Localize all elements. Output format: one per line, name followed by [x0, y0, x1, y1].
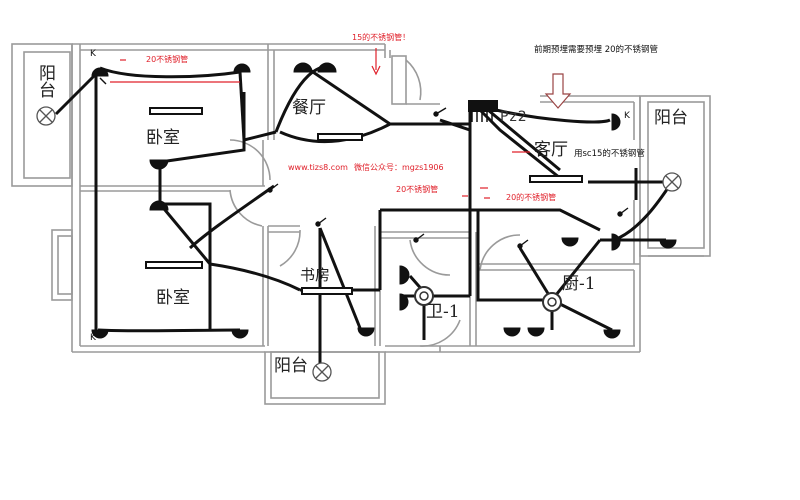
panel-leads [471, 112, 493, 122]
switches [99, 77, 629, 249]
note-pipe-20-right: 20的不锈钢管 [506, 193, 557, 202]
balcony-lights [36, 106, 682, 382]
room-label-study: 书房 [300, 266, 331, 284]
note-pre-embed: 前期预埋需要预埋 20的不锈钢管 [534, 45, 659, 55]
room-label-dining: 餐厅 [292, 98, 326, 118]
tube-lights [145, 107, 583, 295]
wiring [54, 64, 674, 370]
room-label-bedroom-top: 卧室 [146, 128, 180, 148]
switch-letter-bottom-left: K [90, 333, 96, 343]
distribution-panel [468, 100, 498, 112]
room-label-bedroom-bottom: 卧室 [156, 288, 190, 308]
note-pipe-20-top: 20不锈钢管 [146, 55, 189, 64]
room-label-balcony-bottom: 阳台 [274, 356, 308, 376]
room-label-balcony-left: 阳台 [35, 64, 55, 98]
note-pipe-15: 15的不锈钢管！ [352, 33, 411, 42]
note-pipe-20-mid: 20不锈钢管 [396, 185, 439, 194]
annotation-lines [110, 48, 530, 199]
room-label-living: 客厅 [534, 140, 568, 160]
room-label-balcony-right: 阳台 [654, 108, 688, 128]
down-arrow [544, 73, 572, 109]
note-website: www.tizs8.com [288, 163, 348, 172]
switch-letter-top-left: K [90, 49, 96, 59]
wall-lamps [91, 62, 677, 339]
switch-letter-right: K [624, 111, 630, 121]
panel-label: Pz2 [500, 109, 528, 125]
note-sc15: 用sc15的不锈钢管 [574, 149, 645, 159]
walls [11, 43, 711, 405]
ceiling-fixtures [414, 286, 562, 312]
room-label-bathroom: 卫-1 [426, 302, 460, 322]
note-wechat: 微信公众号：mgzs1906 [354, 163, 444, 172]
room-label-kitchen: 厨-1 [562, 274, 596, 294]
